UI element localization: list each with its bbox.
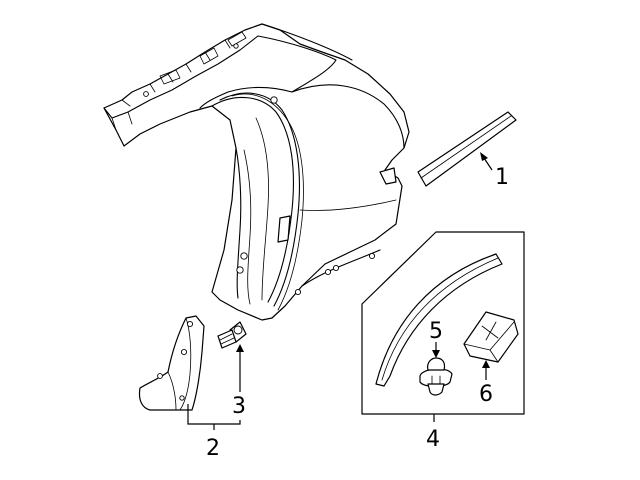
callout-1-leader	[480, 152, 493, 171]
part-6-pad	[463, 311, 519, 363]
quarter-panel	[103, 23, 410, 321]
callout-6-leader	[482, 360, 490, 380]
callout-3-leader	[236, 344, 244, 392]
part-1-molding	[417, 111, 517, 187]
callout-1: 1	[495, 165, 509, 190]
part-5-clip	[419, 357, 453, 396]
part-3-screw	[217, 321, 247, 349]
callout-4: 4	[426, 427, 440, 452]
part-4-arch-molding	[375, 253, 503, 387]
callout-3: 3	[232, 394, 246, 419]
callout-2: 2	[206, 436, 220, 461]
callout-5-leader	[432, 342, 440, 358]
callout-6: 6	[479, 382, 493, 407]
part-2-mud-flap	[138, 315, 205, 411]
kit-box-4	[361, 231, 525, 415]
callout-5: 5	[429, 319, 443, 344]
callout-2-bracket	[187, 404, 241, 430]
